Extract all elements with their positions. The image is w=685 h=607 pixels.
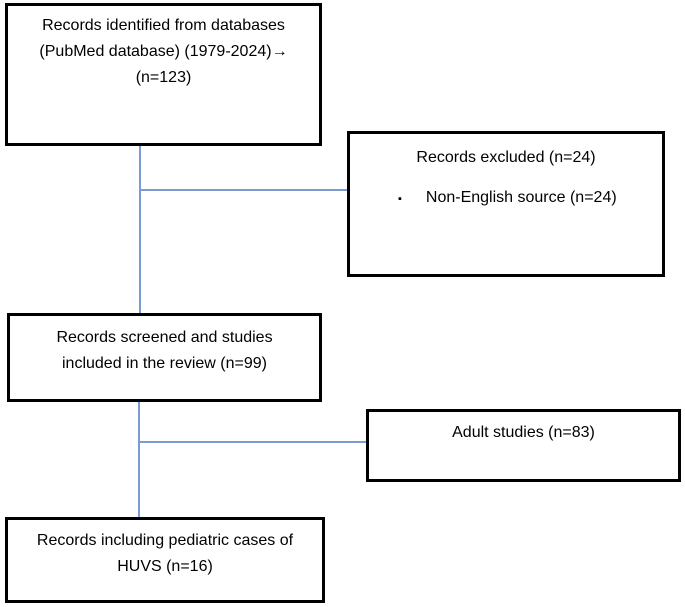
box-text-line: Adult studies (n=83)	[452, 424, 595, 441]
connector-screened-to-pediatric	[138, 402, 140, 517]
exclusion-bullet-item: ▪ Non-English source (n=24)	[350, 185, 662, 212]
box-text-line: (PubMed database) (1979-2024)→	[39, 43, 288, 60]
square-bullet-icon: ▪	[398, 193, 402, 205]
box-pediatric-huvs: Records including pediatric cases of HUV…	[5, 517, 325, 603]
box-text-line: included in the review (n=99)	[61, 355, 267, 372]
box-records-screened: Records screened and studies included in…	[7, 313, 322, 402]
connector-branch-to-excluded	[140, 189, 347, 191]
connector-identified-to-screened	[139, 146, 141, 313]
box-text-line: HUVS (n=16)	[117, 558, 213, 575]
box-records-identified: Records identified from databases (PubMe…	[5, 3, 322, 146]
box-records-excluded: Records excluded (n=24) ▪ Non-English so…	[347, 131, 665, 277]
box-text-line: Records screened and studies	[56, 329, 273, 346]
box-text-line: Records including pediatric cases of	[36, 532, 294, 549]
connector-branch-to-adult	[139, 441, 366, 443]
box-text-line: (n=123)	[135, 69, 192, 86]
box-title: Records excluded (n=24)	[416, 149, 596, 166]
bullet-item-label: Non-English source (n=24)	[425, 189, 617, 206]
box-text-line: Records identified from databases	[42, 17, 285, 34]
box-adult-studies: Adult studies (n=83)	[366, 409, 681, 482]
